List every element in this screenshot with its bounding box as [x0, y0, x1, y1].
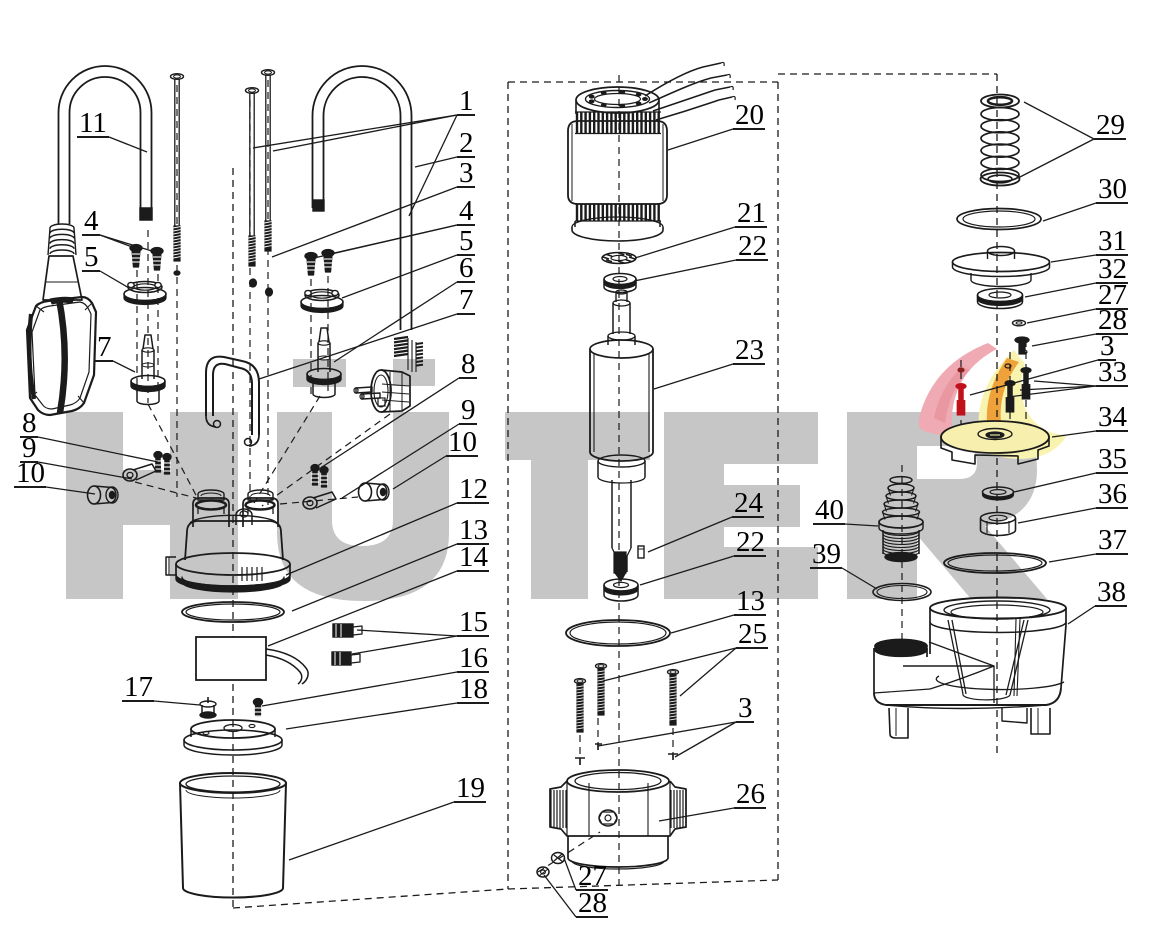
svg-text:37: 37 [1098, 524, 1127, 556]
svg-text:22: 22 [736, 526, 765, 558]
svg-text:9: 9 [461, 394, 476, 426]
svg-text:27: 27 [1098, 279, 1127, 311]
svg-text:29: 29 [1096, 109, 1125, 141]
svg-text:24: 24 [734, 487, 764, 519]
svg-text:19: 19 [456, 772, 485, 804]
svg-text:16: 16 [459, 642, 488, 674]
svg-text:11: 11 [79, 107, 107, 139]
svg-text:26: 26 [736, 778, 765, 810]
svg-text:8: 8 [22, 407, 37, 439]
svg-text:39: 39 [812, 538, 841, 570]
svg-text:3: 3 [738, 692, 753, 724]
svg-text:6: 6 [459, 252, 474, 284]
svg-text:28: 28 [1098, 304, 1127, 336]
svg-text:15: 15 [459, 606, 488, 638]
svg-text:3: 3 [1100, 330, 1115, 362]
svg-text:17: 17 [124, 671, 153, 703]
svg-text:1: 1 [459, 85, 474, 117]
svg-text:13: 13 [459, 514, 488, 546]
svg-text:21: 21 [737, 197, 766, 229]
svg-text:14: 14 [459, 541, 489, 573]
svg-text:12: 12 [459, 473, 488, 505]
svg-text:4: 4 [459, 195, 474, 227]
svg-text:33: 33 [1098, 356, 1127, 388]
svg-text:5: 5 [459, 225, 474, 257]
svg-text:25: 25 [738, 618, 767, 650]
svg-text:38: 38 [1097, 576, 1126, 608]
svg-text:23: 23 [735, 334, 764, 366]
svg-text:27: 27 [578, 860, 607, 892]
svg-text:28: 28 [578, 887, 607, 919]
svg-text:34: 34 [1098, 401, 1128, 433]
svg-text:30: 30 [1098, 173, 1127, 205]
svg-text:5: 5 [84, 241, 99, 273]
svg-text:8: 8 [461, 348, 476, 380]
svg-text:10: 10 [16, 457, 45, 489]
svg-text:3: 3 [459, 157, 474, 189]
svg-text:40: 40 [815, 494, 844, 526]
svg-text:7: 7 [97, 331, 112, 363]
svg-text:18: 18 [459, 673, 488, 705]
svg-text:10: 10 [448, 426, 477, 458]
svg-text:9: 9 [22, 432, 37, 464]
svg-text:35: 35 [1098, 443, 1127, 475]
svg-text:36: 36 [1098, 478, 1127, 510]
svg-text:31: 31 [1098, 225, 1127, 257]
svg-text:13: 13 [736, 585, 765, 617]
svg-text:32: 32 [1098, 253, 1127, 285]
svg-text:7: 7 [459, 284, 474, 316]
svg-text:20: 20 [735, 99, 764, 131]
svg-text:22: 22 [738, 230, 767, 262]
svg-text:2: 2 [459, 127, 474, 159]
svg-text:4: 4 [84, 205, 99, 237]
